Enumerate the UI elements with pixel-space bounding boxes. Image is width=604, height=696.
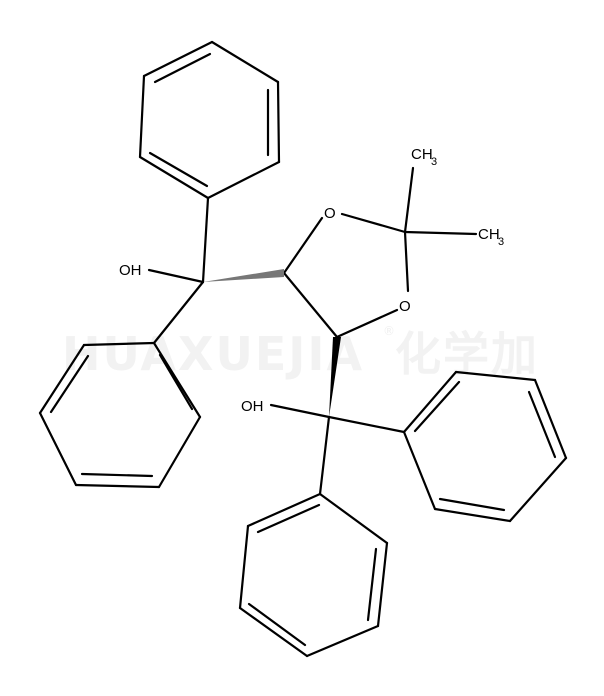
hydroxyl-label-top: OH <box>119 262 142 279</box>
watermark: HUAXUEJIA ® 化学加 <box>62 324 537 381</box>
methyl-label-1-main: CH <box>411 146 433 163</box>
phenyl-ring-top <box>138 40 281 200</box>
wedge-bond <box>329 337 341 417</box>
methyl-label-1: CH 3 <box>411 146 437 168</box>
ring-oxygen-label-1: O <box>324 205 336 222</box>
methyl-label-1-subscript: 3 <box>431 156 437 168</box>
single-bonds <box>147 166 478 496</box>
phenyl-ring-left <box>38 341 202 489</box>
ring-oxygen-label-2: O <box>399 298 411 315</box>
hashed-wedge-bond <box>203 269 284 282</box>
methyl-label-2-main: CH <box>478 226 500 243</box>
watermark-latin-text: HUAXUEJIA <box>62 327 364 381</box>
methyl-label-2-subscript: 3 <box>498 236 504 248</box>
methyl-label-2: CH 3 <box>478 226 504 248</box>
phenyl-ring-right <box>402 370 568 523</box>
hydroxyl-label-bottom: OH <box>241 398 264 415</box>
phenyl-ring-bottom <box>238 492 389 658</box>
watermark-registered-mark: ® <box>383 324 395 338</box>
